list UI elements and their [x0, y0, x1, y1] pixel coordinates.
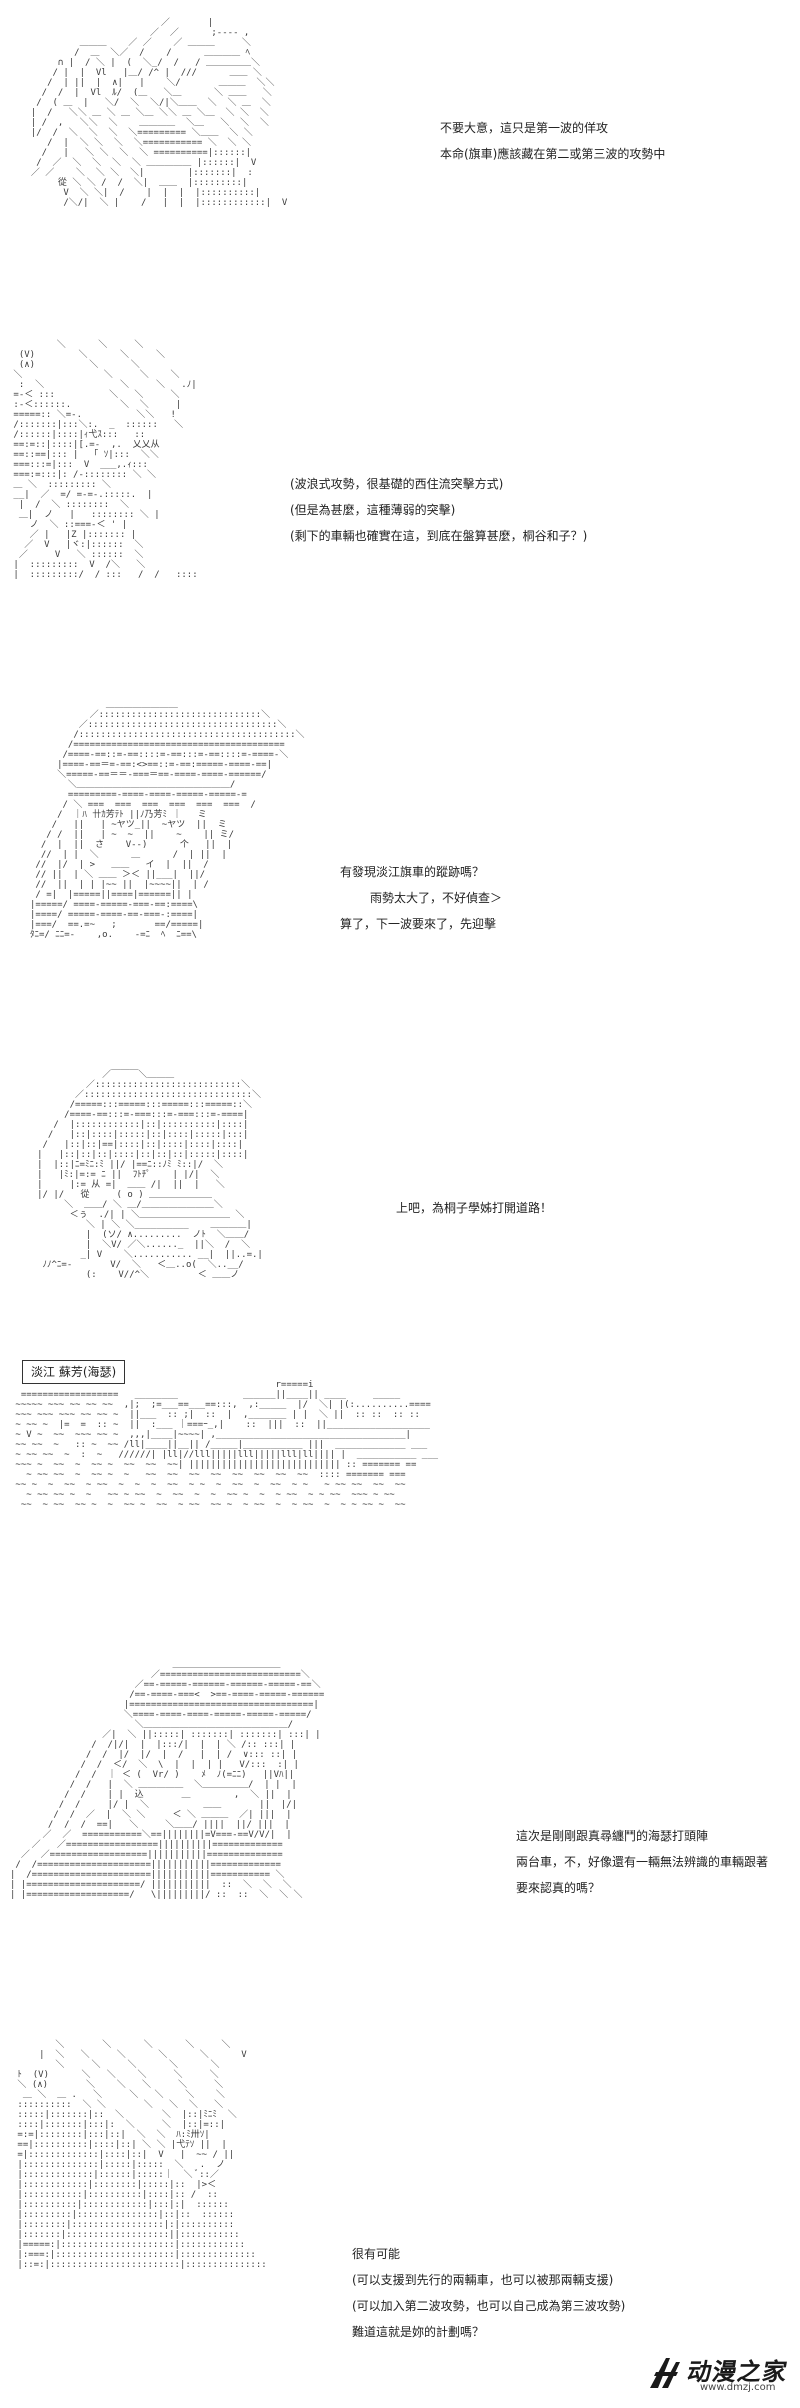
dialog-line: 算了，下一波要來了，先迎擊 [340, 917, 497, 931]
panel-4: ／￣￣￣＼＿＿＿ ／:::::::::::::::::::::::::::＼ ／… [0, 1060, 800, 1360]
dialog-panel-7: 很有可能 (可以支援到先行的兩輛車，也可以被那兩輛支援) (可以加入第二波攻勢，… [352, 2246, 625, 2350]
ascii-art-tank-column-5: r=====i ================== ________ ____… [15, 1380, 439, 1510]
dialog-panel-1: 不要大意，這只是第一波的佯攻 本命(旗車)應該藏在第二或第三波的攻勢中 [440, 120, 665, 172]
dialog-panel-4: 上吧，為桐子學姊打開道路！ [396, 1200, 552, 1226]
character-name-label: 淡江 蘇芳(海瑟) [22, 1360, 126, 1384]
dialog-line: 這次是剛剛跟真尋纏鬥的海瑟打頭陣 [516, 1829, 709, 1843]
dialog-line: 雨勢太大了，不好偵查＞ [370, 891, 503, 905]
panel-5: r=====i ================== ________ ____… [0, 1350, 800, 1650]
dialog-line: 很有可能 [352, 2247, 401, 2261]
ascii-art-boy-7: ＼ ＼ ＼ ＼ ＼ | ＼ ＼ ＼ ＼ ＼ V ＼ ＼ ＼ ＼ ＼ ﾄ (V) … [17, 2040, 267, 2270]
ascii-art-girl-cap-6: ＿＿＿＿＿＿＿＿＿＿＿＿ ／==========================… [10, 1660, 325, 1900]
dialog-line: 上吧，為桐子學姊打開道路！ [396, 1201, 553, 1215]
dialog-line: (可以加入第二波攻勢，也可以自己成為第三波攻勢) [352, 2299, 626, 2313]
dialog-line: (波浪式攻勢，很基礎的西住流突擊方式) [290, 477, 504, 491]
dialog-line: 難道這就是妳的計劃嗎？ [352, 2325, 485, 2339]
dialog-line: 有發現淡江旗車的蹤跡嗎？ [340, 865, 485, 879]
dialog-panel-6: 這次是剛剛跟真尋纏鬥的海瑟打頭陣 兩台車，不，好像還有一輛無法辨識的車輛跟著 要… [516, 1828, 768, 1906]
panel-1: ／ | ／ ／ ;---- , ＿＿＿ ／ ／ ／ ＿＿＿ ＼ / ＿ ＼／ /… [0, 0, 800, 330]
panel-3: ＿＿＿＿＿＿＿＿ ／::::::::::::::::::::::::::::::… [0, 690, 800, 1060]
ascii-art-girl-cap-3: ＿＿＿＿＿＿＿＿ ／::::::::::::::::::::::::::::::… [30, 700, 305, 940]
ascii-art-rally-girl-1: ／ | ／ ／ ;---- , ＿＿＿ ／ ／ ／ ＿＿＿ ＼ / ＿ ＼／ /… [30, 18, 288, 208]
dialog-line: (但是為甚麼，這種薄弱的突擊) [290, 503, 456, 517]
dialog-panel-2: (波浪式攻勢，很基礎的西住流突擊方式) (但是為甚麼，這種薄弱的突擊) (剩下的… [290, 476, 587, 554]
dialog-line: (可以支援到先行的兩輛車，也可以被那兩輛支援) [352, 2273, 614, 2287]
panel-7: ＼ ＼ ＼ ＼ ＼ | ＼ ＼ ＼ ＼ ＼ V ＼ ＼ ＼ ＼ ＼ ﾄ (V) … [0, 2030, 800, 2408]
dialog-line: 本命(旗車)應該藏在第二或第三波的攻勢中 [440, 147, 666, 161]
dialog-line: 要來認真的嗎？ [516, 1881, 601, 1895]
ascii-art-boy-2: ＼ ＼ ＼ (V) ＼ ＼ ＼ (∧) ＼ ＼ ＼ ＼ ＼ ＼ : ＼ ＼ ＼ … [13, 340, 198, 580]
dialog-line: 不要大意，這只是第一波的佯攻 [440, 121, 609, 135]
dialog-panel-3: 有發現淡江旗車的蹤跡嗎？ 雨勢太大了，不好偵查＞ 算了，下一波要來了，先迎擊 [340, 864, 502, 942]
dialog-line: 兩台車，不，好像還有一輛無法辨識的車輛跟著 [516, 1855, 769, 1869]
dialog-line: (剩下的車輛也確實在這，到底在盤算甚麼，桐谷和子？) [290, 529, 588, 543]
panel-2: ＼ ＼ ＼ (V) ＼ ＼ ＼ (∧) ＼ ＼ ＼ ＼ ＼ ＼ : ＼ ＼ ＼ … [0, 330, 800, 690]
logo-url: www.dmzj.com [700, 2382, 776, 2393]
site-logo: 动漫之家 www.dmzj.com [648, 2348, 794, 2400]
logo-mark-icon [650, 2358, 680, 2388]
ascii-art-girl-tank-4: ／￣￣￣＼＿＿＿ ／:::::::::::::::::::::::::::＼ ／… [37, 1070, 263, 1280]
panel-6: ＿＿＿＿＿＿＿＿＿＿＿＿ ／==========================… [0, 1650, 800, 2030]
